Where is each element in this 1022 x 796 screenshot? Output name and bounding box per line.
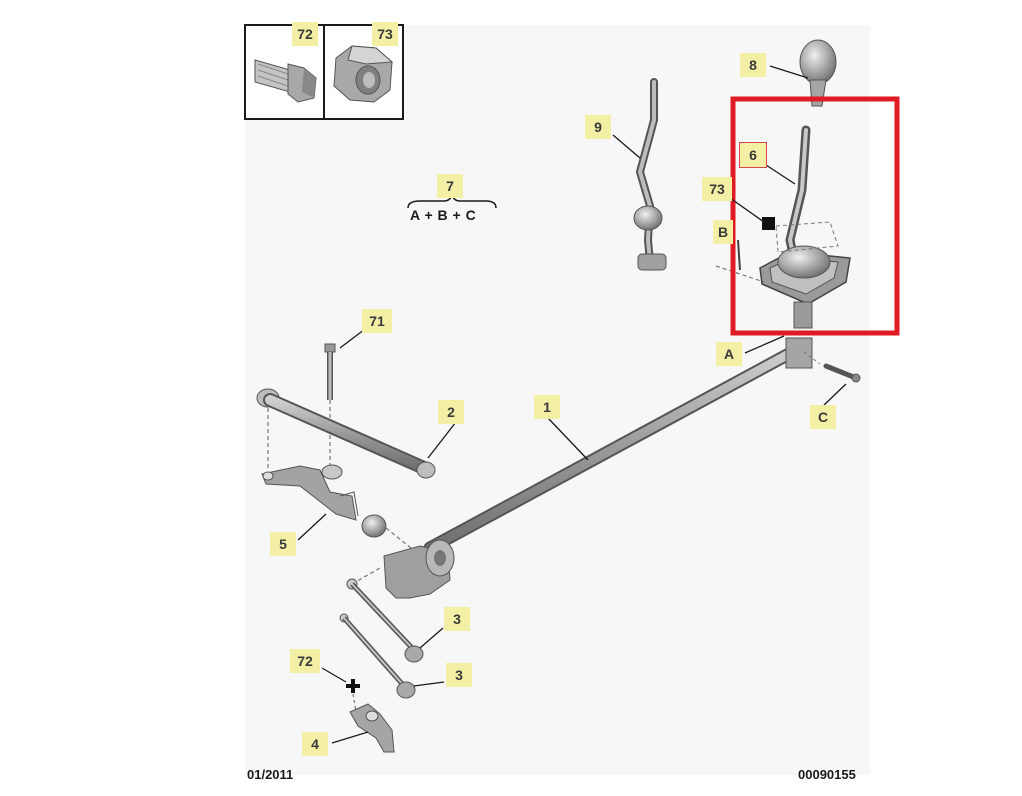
part-2-link-rod [256,388,436,479]
callout-5: 5 [270,532,296,556]
part-6-gear-lever [715,125,851,329]
nut-icon [333,45,394,103]
lower-mount [351,539,455,599]
part-3-links [339,578,424,699]
footer-date: 01/2011 [247,767,294,782]
part-5-bracket [261,464,359,521]
callout-7: 7 [437,174,463,198]
callout-3-lower: 3 [446,663,472,687]
square-marker-icon [762,217,775,230]
callout-C: C [810,405,836,429]
callout-1: 1 [534,395,560,419]
part-1-shaft [423,337,861,555]
part-71-bolt [324,343,336,470]
leader-lines [297,65,847,744]
formula-text: A + B + C [410,207,477,223]
callout-6: 6 [739,142,767,168]
part-4-bracket [349,703,395,753]
callout-A: A [716,342,742,366]
callout-8: 8 [740,53,766,77]
callout-73-top: 73 [372,22,398,46]
callout-B: B [713,220,733,244]
callout-3-upper: 3 [444,607,470,631]
part-9-lever [633,78,667,271]
callout-72-top: 72 [292,22,318,46]
callout-2: 2 [438,400,464,424]
ball-joint [361,514,387,538]
callout-72-low: 72 [290,649,320,673]
callout-73-mid: 73 [702,177,732,201]
callout-9: 9 [585,115,611,139]
callout-4: 4 [302,732,328,756]
footer-ref: 00090155 [798,767,856,782]
highlight-box [730,96,900,336]
callout-71: 71 [362,309,392,333]
bolt-icon [254,59,317,103]
cross-marker-icon [346,679,360,693]
